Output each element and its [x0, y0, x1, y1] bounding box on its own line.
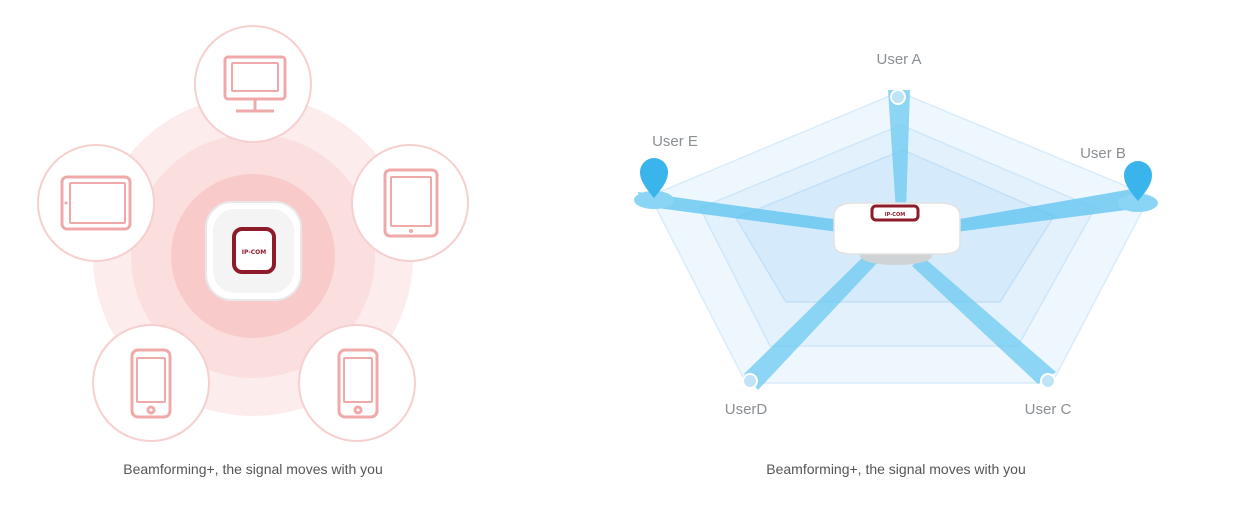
label-user-b: User B — [1080, 145, 1126, 162]
device-tablet-portrait — [351, 144, 469, 262]
label-user-c: User C — [1024, 401, 1072, 418]
right-caption: Beamforming+, the signal moves with you — [766, 461, 1026, 477]
device-smartphone-right — [298, 324, 416, 442]
beam-end-markers — [742, 89, 1056, 389]
location-pin-user-e — [634, 158, 674, 209]
device-smartphone-left — [92, 324, 210, 442]
label-user-d: UserD — [724, 401, 768, 418]
tablet-portrait-icon — [383, 168, 439, 238]
right-diagram-graphic: IP-COM — [634, 89, 1158, 390]
left-diagram: IP-COM Beamforming+, the signal moves wi… — [0, 0, 620, 531]
left-caption: Beamforming+, the signal moves with you — [123, 461, 383, 477]
access-point-side: IP-COM — [833, 202, 961, 265]
right-diagram: IP-COM User A User B User E UserD User C… — [620, 0, 1244, 531]
location-pin-user-b — [1118, 161, 1158, 212]
beam-user-c — [912, 256, 1056, 384]
beams — [638, 90, 1142, 390]
device-desktop — [194, 25, 312, 143]
beam-user-e — [638, 192, 840, 232]
marker-user-a — [890, 89, 906, 105]
access-point-top: IP-COM — [205, 201, 302, 301]
beam-user-d — [744, 254, 878, 390]
tablet-landscape-icon — [60, 175, 132, 231]
label-user-e: User E — [652, 133, 698, 150]
label-user-a: User A — [876, 51, 922, 68]
device-brand-right: IP-COM — [885, 212, 905, 218]
device-brand-left: IP-COM — [242, 249, 267, 256]
marker-user-c — [1040, 373, 1056, 389]
device-tablet-landscape — [37, 144, 155, 262]
left-diagram-graphic: IP-COM — [37, 25, 469, 442]
beam-user-a — [888, 90, 910, 212]
location-pin-icon — [640, 158, 668, 198]
smartphone-icon — [337, 348, 379, 419]
desktop-monitor-icon — [223, 55, 287, 113]
smartphone-icon — [130, 348, 172, 419]
marker-user-d — [742, 373, 758, 389]
beam-user-b — [954, 188, 1142, 232]
location-pin-icon — [1124, 161, 1152, 201]
